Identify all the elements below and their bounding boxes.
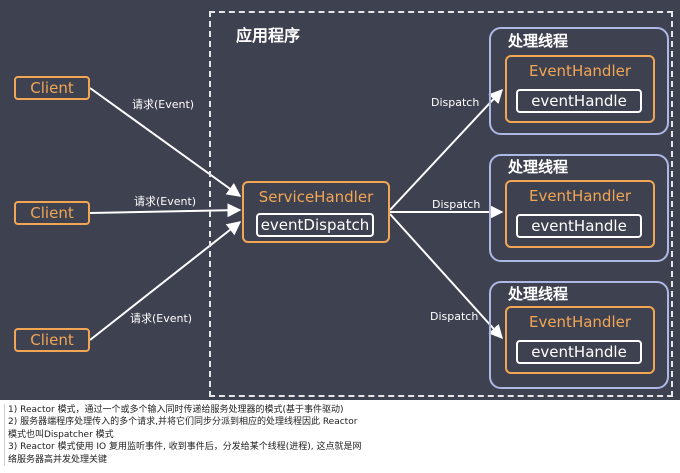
request-label-1: 请求(Event) bbox=[132, 98, 195, 111]
event-dispatch-method: eventDispatch bbox=[256, 213, 374, 237]
dispatch-arrow-3 bbox=[389, 213, 503, 340]
processing-thread-1 bbox=[489, 27, 669, 135]
note-line-1: 1) Reactor 模式，通过一个或多个输入同时传递给服务处理器的模式(基于事… bbox=[8, 405, 344, 415]
processing-thread-2 bbox=[489, 154, 669, 262]
event-handler-title-2: EventHandler bbox=[528, 187, 632, 205]
notes-block: 1) Reactor 模式，通过一个或多个输入同时传递给服务处理器的模式(基于事… bbox=[4, 404, 374, 467]
request-arrow-2 bbox=[89, 203, 242, 218]
note-line-3: 模式也叫Dispatcher 模式 bbox=[8, 429, 114, 440]
request-label-2: 请求(Event) bbox=[134, 195, 197, 208]
thread-title-3: 处理线程 bbox=[508, 285, 569, 303]
application-region bbox=[209, 11, 673, 397]
thread-title-2: 处理线程 bbox=[508, 158, 569, 176]
request-label-3: 请求(Event) bbox=[130, 312, 193, 325]
diagram-canvas bbox=[0, 0, 680, 400]
note-line-4: 3) Reactor 模式使用 IO 复用监听事件, 收到事件后，分发给某个线程… bbox=[8, 442, 362, 453]
event-handle-method-3: eventHandle bbox=[516, 340, 642, 364]
dispatch-label-1: Dispatch bbox=[431, 96, 480, 109]
arrows-layer bbox=[89, 87, 504, 341]
request-arrow-1 bbox=[89, 87, 242, 197]
client-3: Client bbox=[14, 328, 90, 352]
client-1: Client bbox=[14, 76, 90, 100]
event-handler-title-1: EventHandler bbox=[528, 62, 632, 80]
service-handler-title: ServiceHandler bbox=[258, 188, 374, 206]
event-handler-box-2 bbox=[505, 180, 655, 248]
event-handler-box-1 bbox=[505, 55, 655, 123]
thread-title-1: 处理线程 bbox=[508, 32, 569, 50]
note-line-2: 2) 服务器端程序处理传入的多个请求,并将它们同步分派到相应的处理线程因此 Re… bbox=[8, 417, 358, 428]
service-handler-box bbox=[242, 181, 390, 243]
dispatch-label-2: Dispatch bbox=[432, 198, 481, 211]
request-arrow-3 bbox=[89, 221, 242, 341]
processing-thread-3 bbox=[489, 281, 669, 389]
event-handle-method-2: eventHandle bbox=[516, 214, 642, 238]
dispatch-arrow-1 bbox=[389, 88, 503, 211]
client-2: Client bbox=[14, 201, 90, 225]
dispatch-label-3: Dispatch bbox=[430, 310, 479, 323]
event-handler-box-3 bbox=[505, 306, 655, 374]
event-handle-method-1: eventHandle bbox=[516, 89, 642, 113]
event-handler-title-3: EventHandler bbox=[528, 313, 632, 331]
application-title: 应用程序 bbox=[236, 26, 301, 45]
note-line-5: 络服务器高并发处理关键 bbox=[8, 454, 108, 465]
